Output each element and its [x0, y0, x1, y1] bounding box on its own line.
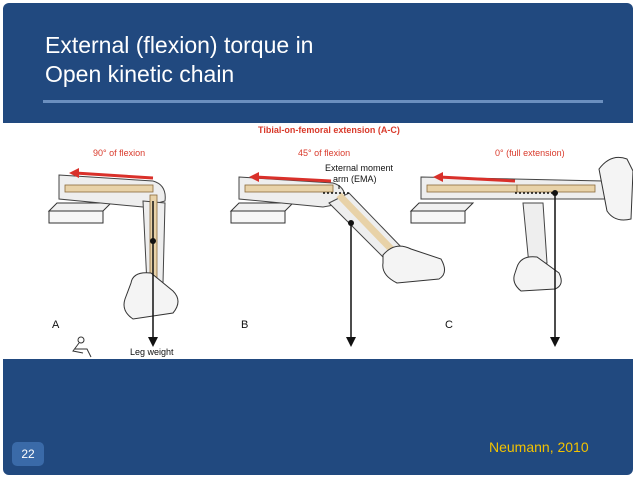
panel-b-force-arrow — [254, 175, 332, 183]
panel-a: 90° of flexion — [47, 148, 179, 358]
figure-heading: Tibial-on-femoral extension (A-C) — [258, 125, 400, 135]
panel-c-angle-label: 0° (full extension) — [495, 148, 565, 158]
panel-a-femur — [64, 184, 154, 193]
slide-number-badge: 22 — [12, 442, 44, 466]
panel-c-shoe — [598, 156, 633, 221]
panel-c-other-shank — [522, 202, 548, 266]
panel-b-table-front — [230, 210, 286, 224]
panel-b-angle-label: 45° of flexion — [298, 148, 350, 158]
moment-arm-label-line-1: External moment — [325, 163, 394, 173]
panel-c-femur — [426, 184, 518, 193]
panel-b-tibia — [336, 192, 398, 256]
panel-a-table-front — [48, 210, 104, 224]
panel-b-weight-arrowhead — [346, 337, 356, 347]
slide-title-line-1: External (flexion) torque in — [45, 32, 314, 58]
slide-title: External (flexion) torque in Open kineti… — [45, 31, 313, 89]
panel-a-table — [47, 202, 113, 212]
panel-c: 0° (full extension) — [409, 148, 633, 347]
seated-person-icon — [72, 336, 92, 358]
slide-title-line-2: Open kinetic chain — [45, 61, 235, 87]
panel-c-table — [409, 202, 475, 212]
panel-a-letter: A — [52, 319, 60, 331]
panel-b: 45° of flexion External moment arm (EMA) — [229, 148, 445, 347]
title-divider — [43, 100, 603, 103]
panel-b-center-of-mass — [348, 220, 354, 226]
panel-b-force-arrowhead — [249, 172, 259, 182]
panel-a-weight-arrowhead — [148, 337, 158, 347]
panel-a-shoe — [123, 272, 179, 320]
leg-weight-label: Leg weight — [130, 347, 174, 357]
panel-c-table-front — [410, 210, 466, 224]
slide: External (flexion) torque in Open kineti… — [3, 3, 633, 475]
panel-c-weight-arrowhead — [550, 337, 560, 347]
panel-a-force-arrow — [74, 171, 154, 180]
panel-c-center-of-mass — [552, 190, 558, 196]
panel-c-other-shoe — [513, 256, 562, 292]
moment-arm-label-line-2: arm (EMA) — [333, 174, 377, 184]
figure-svg: Tibial-on-femoral extension (A-C) 90° of… — [47, 125, 633, 358]
panel-b-shoe — [382, 245, 445, 284]
panel-b-table — [229, 202, 295, 212]
panel-c-force-arrowhead — [433, 172, 443, 182]
panel-a-angle-label: 90° of flexion — [93, 148, 145, 158]
citation: Neumann, 2010 — [489, 439, 589, 455]
panel-a-center-of-mass — [150, 238, 156, 244]
panel-a-force-arrowhead — [69, 168, 79, 178]
panel-b-letter: B — [241, 319, 248, 331]
panel-b-femur — [244, 184, 334, 193]
knee-extension-figure: Tibial-on-femoral extension (A-C) 90° of… — [3, 123, 633, 359]
panel-c-letter: C — [445, 319, 453, 331]
panel-c-force-arrow — [438, 175, 516, 183]
